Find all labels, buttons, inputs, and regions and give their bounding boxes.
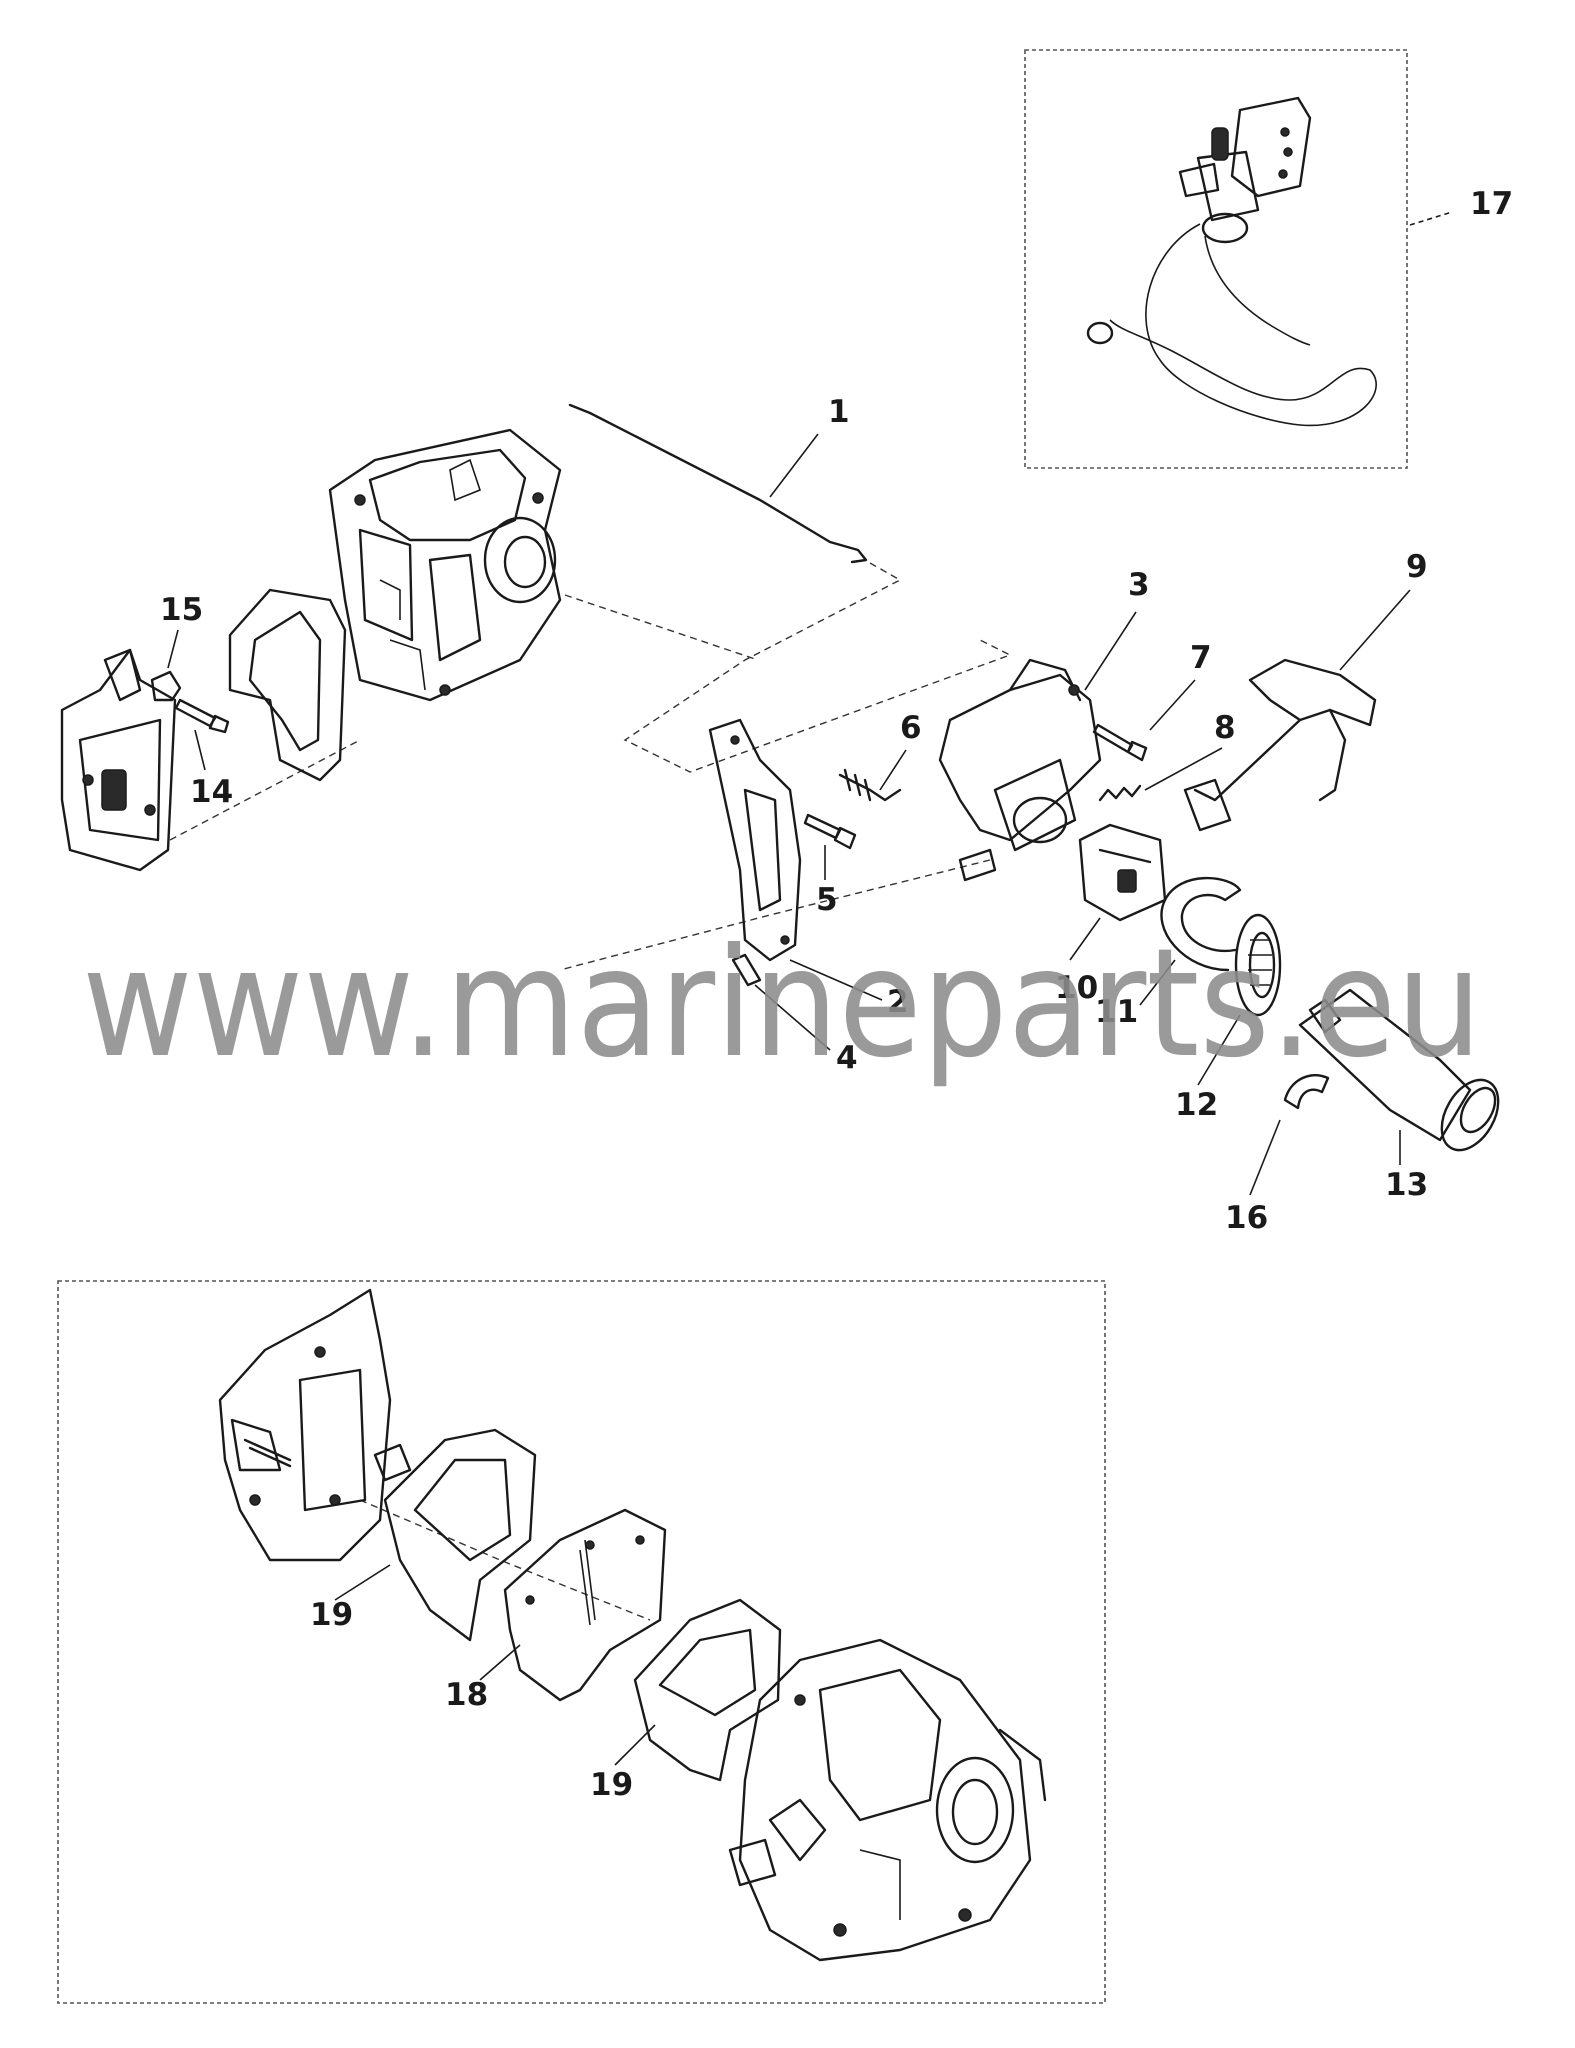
leader-19b bbox=[614, 1724, 656, 1766]
watermark-text: www.marineparts.eu bbox=[82, 917, 1482, 1091]
reed-gasket-lower bbox=[633, 1598, 782, 1782]
leader-17 bbox=[1409, 211, 1453, 226]
callout-9: 9 bbox=[1406, 549, 1428, 585]
leader-18 bbox=[479, 1644, 521, 1681]
float-bowl-cover bbox=[60, 648, 177, 872]
callout-2: 2 bbox=[887, 984, 909, 1020]
leader-15 bbox=[167, 629, 179, 669]
callout-15: 15 bbox=[160, 592, 203, 628]
callout-6: 6 bbox=[900, 710, 922, 746]
callout-14: 14 bbox=[190, 774, 233, 810]
callout-16: 16 bbox=[1225, 1200, 1268, 1236]
leader-4 bbox=[754, 984, 831, 1051]
leader-14 bbox=[194, 729, 206, 771]
callout-17: 17 bbox=[1470, 186, 1513, 222]
inset-box-solenoid bbox=[1024, 49, 1408, 469]
callout-3: 3 bbox=[1128, 567, 1150, 603]
callout-5: 5 bbox=[816, 882, 838, 918]
leader-7 bbox=[1149, 679, 1196, 731]
choke-lever-part bbox=[1183, 658, 1377, 832]
callout-12: 12 bbox=[1175, 1087, 1218, 1123]
callout-11: 11 bbox=[1095, 994, 1138, 1030]
screw-7-part bbox=[1092, 723, 1148, 762]
callout-19b: 19 bbox=[590, 1767, 633, 1803]
callout-10: 10 bbox=[1055, 970, 1098, 1006]
pin-part bbox=[731, 953, 762, 987]
inset-box-reed-assembly bbox=[57, 1280, 1106, 2004]
callout-7: 7 bbox=[1190, 640, 1212, 676]
nut-part bbox=[150, 670, 182, 702]
leader-8 bbox=[1144, 747, 1223, 791]
leader-6 bbox=[879, 749, 907, 791]
link-rod-part bbox=[568, 403, 868, 564]
leader-2 bbox=[789, 959, 883, 1001]
throttle-lever-bracket bbox=[708, 718, 802, 962]
spring-8-part bbox=[1098, 784, 1142, 802]
choke-solenoid-part bbox=[1086, 96, 1377, 427]
retaining-clip-part bbox=[1283, 1074, 1330, 1110]
carburetor-body-lower bbox=[728, 1638, 1047, 1962]
clip-ring-part bbox=[1160, 876, 1242, 972]
knob-bracket-part bbox=[1078, 823, 1167, 922]
leader-11 bbox=[1139, 959, 1176, 1006]
leader-1 bbox=[769, 433, 819, 498]
assembly-dashed-lines bbox=[169, 562, 1012, 1621]
callout-19a: 19 bbox=[310, 1597, 353, 1633]
leader-16 bbox=[1249, 1119, 1281, 1196]
screw-part bbox=[174, 698, 230, 734]
leader-19a bbox=[334, 1564, 391, 1601]
choke-knob-part bbox=[1298, 988, 1500, 1152]
intake-manifold-part bbox=[218, 1288, 412, 1562]
callout-1: 1 bbox=[828, 394, 850, 430]
leader-9 bbox=[1339, 589, 1411, 671]
carburetor-body-upper bbox=[328, 428, 562, 702]
gasket-upper bbox=[228, 588, 347, 782]
callout-13: 13 bbox=[1385, 1167, 1428, 1203]
leader-10 bbox=[1069, 917, 1101, 961]
spring-part bbox=[838, 768, 902, 802]
reed-plate-part bbox=[503, 1508, 667, 1702]
leader-12 bbox=[1197, 1014, 1241, 1086]
callout-4: 4 bbox=[836, 1040, 858, 1076]
callout-8: 8 bbox=[1214, 710, 1236, 746]
reed-gasket-upper bbox=[383, 1428, 537, 1642]
grommet-part bbox=[1234, 913, 1282, 1017]
leader-3 bbox=[1084, 611, 1137, 691]
choke-lever-body bbox=[938, 658, 1102, 882]
screw-5-part bbox=[803, 813, 857, 850]
callout-18: 18 bbox=[445, 1677, 488, 1713]
